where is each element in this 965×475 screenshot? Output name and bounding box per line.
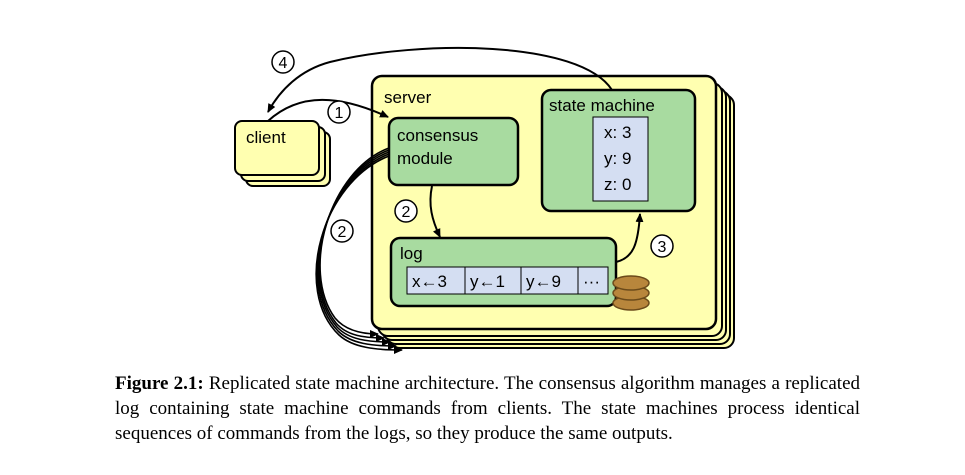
log-entry-3: y←9	[526, 272, 561, 291]
log-label: log	[400, 244, 423, 263]
log-entry-2: y←1	[470, 272, 505, 291]
step-1-marker: 1	[327, 100, 351, 124]
step-1-number: 1	[335, 105, 344, 122]
consensus-label-line2: module	[397, 149, 453, 168]
state-machine: state machine x: 3 y: 9 z: 0	[540, 88, 697, 213]
replicated-state-machine-diagram: client server consensus module state mac…	[234, 46, 735, 354]
log-entry-1: x←3	[412, 272, 447, 291]
step-4-number: 4	[279, 55, 288, 72]
arrow-step-3	[615, 213, 644, 263]
log-entries-box	[406, 266, 609, 295]
client-box	[234, 120, 320, 176]
step-2-marker-internal: 2	[394, 199, 418, 223]
client-label: client	[246, 128, 286, 147]
step-4-marker: 4	[271, 50, 295, 74]
step-3-marker: 3	[650, 234, 674, 258]
caption-text: Replicated state machine architecture. T…	[115, 373, 860, 444]
server-label: server	[384, 88, 432, 107]
state-values-box	[592, 116, 649, 202]
log-entry-ellipsis: ···	[583, 272, 600, 291]
state-value-y: y: 9	[604, 149, 631, 168]
arrow-step-2-internal	[429, 185, 441, 238]
consensus-module: consensus module	[387, 116, 520, 187]
figure-caption: Figure 2.1: Replicated state machine arc…	[115, 371, 860, 446]
state-value-x: x: 3	[604, 123, 631, 142]
caption-label: Figure 2.1:	[115, 373, 204, 394]
client-stack: client	[234, 120, 331, 187]
arrow-step-4	[267, 46, 613, 113]
step-2-marker-replication: 2	[330, 219, 354, 243]
state-machine-label: state machine	[549, 96, 655, 115]
consensus-label-line1: consensus	[397, 126, 478, 145]
disk-storage-icon	[612, 275, 650, 311]
state-value-z: z: 0	[604, 175, 631, 194]
step-2-number-replication: 2	[338, 224, 347, 241]
arrow-step-1	[267, 98, 389, 122]
arrow-step-2-replication	[315, 147, 403, 354]
log-box: log x←3 y←1 y←9 ···	[389, 236, 618, 308]
step-2-number-internal: 2	[402, 204, 411, 221]
step-3-number: 3	[658, 239, 667, 256]
